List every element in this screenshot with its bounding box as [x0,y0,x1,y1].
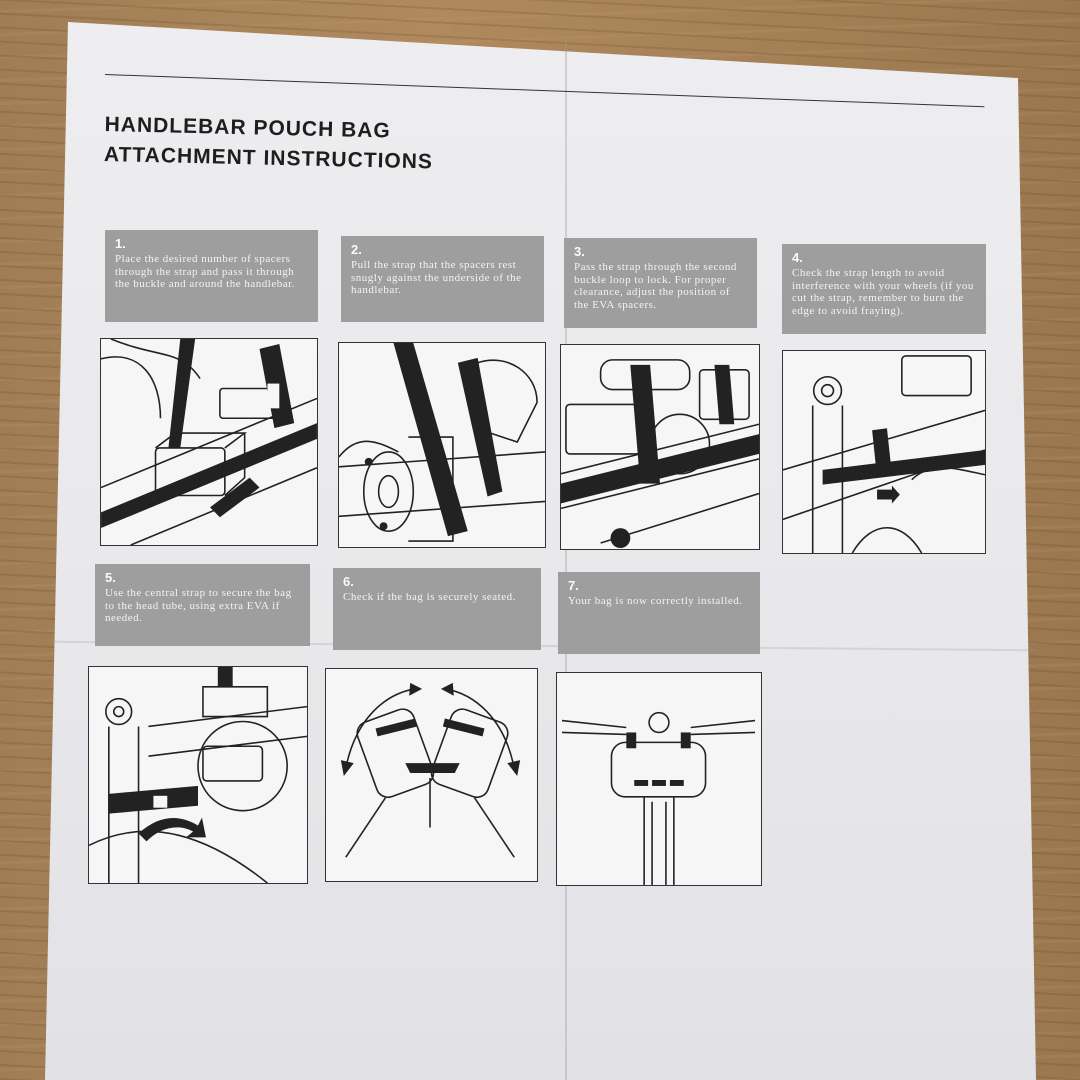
bag-seated-drawing [340,682,521,858]
step-4-box: 4. Check the strap length to avoid inter… [782,244,986,334]
step-5-illustration [88,666,308,884]
step-2-illustration [338,342,546,548]
central-strap-drawing [89,667,307,883]
step-text: Check if the bag is securely seated. [343,591,516,603]
step-3-box: 3. Pass the strap through the second buc… [564,238,757,328]
step-6-illustration [325,668,538,882]
step-1-illustration [100,338,318,546]
step-text: Your bag is now correctly installed. [568,595,743,607]
step-4-illustration [782,350,986,554]
step-text: Place the desired number of spacers thro… [115,253,295,290]
step-number: 2. [351,242,362,257]
step-3-illustration [560,344,760,550]
strap-length-drawing [783,355,985,553]
step-text: Check the strap length to avoid interfer… [792,267,974,317]
step-text: Use the central strap to secure the bag … [105,587,292,624]
pull-strap-drawing [339,343,545,542]
step-number: 6. [343,574,354,589]
step-2-box: 2. Pull the strap that the spacers rest … [341,236,544,322]
step-number: 5. [105,570,116,585]
step-1-box: 1. Place the desired number of spacers t… [105,230,318,322]
step-number: 1. [115,236,126,251]
step-number: 4. [792,250,803,265]
buckle-loop-drawing [561,359,759,548]
step-text: Pull the strap that the spacers rest snu… [351,259,522,296]
step-5-box: 5. Use the central strap to secure the b… [95,564,310,646]
step-6-box: 6. Check if the bag is securely seated. [333,568,541,650]
installed-bag-drawing [561,711,756,885]
strap-spacer-drawing [101,339,317,545]
step-7-box: 7. Your bag is now correctly installed. [558,572,760,654]
step-7-illustration [556,672,762,886]
document-title: HANDLEBAR POUCH BAG ATTACHMENT INSTRUCTI… [104,110,434,177]
step-number: 3. [574,244,585,259]
paper-fold-vertical [565,40,567,1080]
step-text: Pass the strap through the second buckle… [574,261,737,311]
step-number: 7. [568,578,579,593]
